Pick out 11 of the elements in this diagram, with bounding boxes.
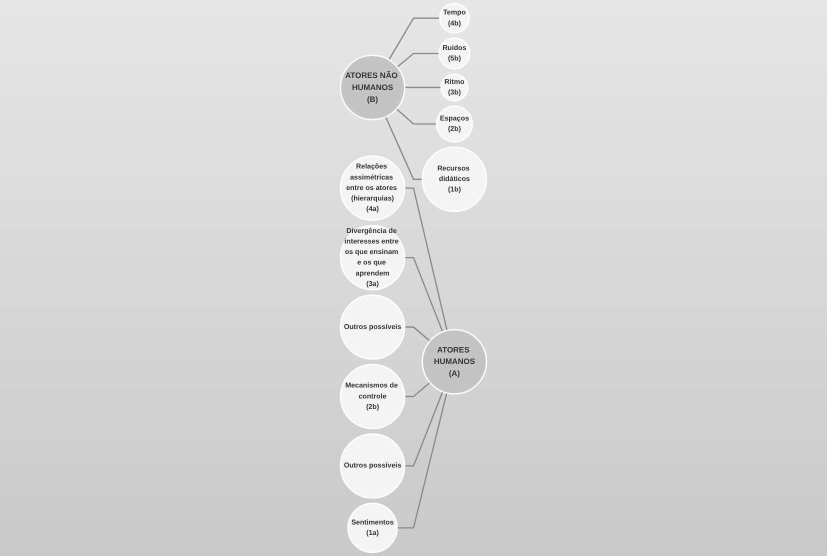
connector	[388, 18, 440, 60]
connector	[404, 326, 430, 342]
connector	[404, 187, 448, 331]
connector	[396, 108, 437, 125]
connector	[385, 116, 422, 180]
connector	[404, 391, 444, 467]
connector	[404, 256, 444, 332]
connector	[404, 382, 430, 398]
connector	[404, 86, 442, 88]
connector	[397, 392, 448, 529]
connector	[396, 52, 440, 68]
